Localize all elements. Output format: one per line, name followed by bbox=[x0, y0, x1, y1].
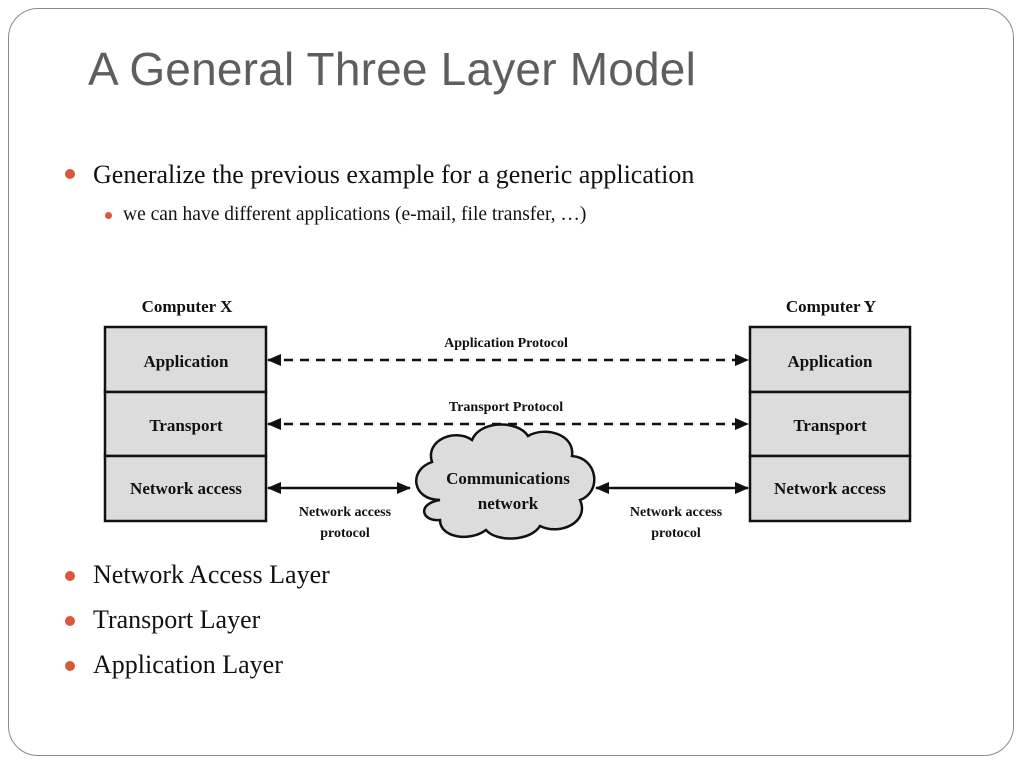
left-network-protocol-line2: protocol bbox=[320, 526, 370, 541]
bullet-text: Application Layer bbox=[93, 650, 283, 679]
transport-protocol-label: Transport Protocol bbox=[449, 400, 563, 415]
computer-x-application-label: Application bbox=[143, 352, 229, 371]
computer-y-application-label: Application bbox=[787, 352, 873, 371]
computer-x-title: Computer X bbox=[142, 297, 234, 316]
sub-bullet-applications: we can have different applications (e-ma… bbox=[105, 204, 587, 226]
bullet-network-access-layer: Network Access Layer bbox=[65, 560, 330, 590]
bullet-dot-icon bbox=[65, 571, 75, 581]
cloud-label-line2: network bbox=[478, 494, 539, 513]
bullet-dot-icon bbox=[65, 616, 75, 626]
bullet-dot-icon bbox=[65, 169, 75, 179]
right-network-protocol-line2: protocol bbox=[651, 526, 701, 541]
computer-y-transport-label: Transport bbox=[793, 416, 867, 435]
slide-title: A General Three Layer Model bbox=[88, 43, 697, 95]
bullet-dot-icon bbox=[105, 212, 112, 219]
bullet-application-layer: Application Layer bbox=[65, 650, 283, 680]
bullet-text: Generalize the previous example for a ge… bbox=[93, 160, 695, 189]
cloud-label-line1: Communications bbox=[446, 469, 570, 488]
bullet-text: we can have different applications (e-ma… bbox=[123, 204, 587, 225]
bullet-transport-layer: Transport Layer bbox=[65, 605, 261, 635]
bullet-text: Transport Layer bbox=[93, 605, 261, 634]
right-network-protocol-line1: Network access bbox=[630, 505, 723, 520]
computer-y-transport-box bbox=[748, 390, 912, 458]
bullet-generalize: Generalize the previous example for a ge… bbox=[65, 160, 695, 190]
computer-y-title: Computer Y bbox=[786, 297, 876, 316]
computer-y-stack: Computer Y Application Transport Network… bbox=[748, 297, 912, 523]
computer-x-transport-label: Transport bbox=[149, 416, 223, 435]
computer-x-network-box bbox=[103, 454, 268, 523]
computer-x-network-label: Network access bbox=[130, 479, 242, 498]
bullet-dot-icon bbox=[65, 661, 75, 671]
computer-y-network-box bbox=[748, 454, 912, 523]
application-protocol-label: Application Protocol bbox=[444, 336, 568, 351]
bullet-text: Network Access Layer bbox=[93, 560, 330, 589]
computer-x-application-box bbox=[103, 325, 268, 394]
computer-x-stack: Computer X Application Transport Network… bbox=[103, 297, 268, 523]
left-network-protocol-line1: Network access bbox=[299, 505, 392, 520]
communications-network-cloud: Communications network bbox=[415, 423, 596, 540]
computer-y-application-box bbox=[748, 325, 912, 394]
computer-y-network-label: Network access bbox=[774, 479, 886, 498]
